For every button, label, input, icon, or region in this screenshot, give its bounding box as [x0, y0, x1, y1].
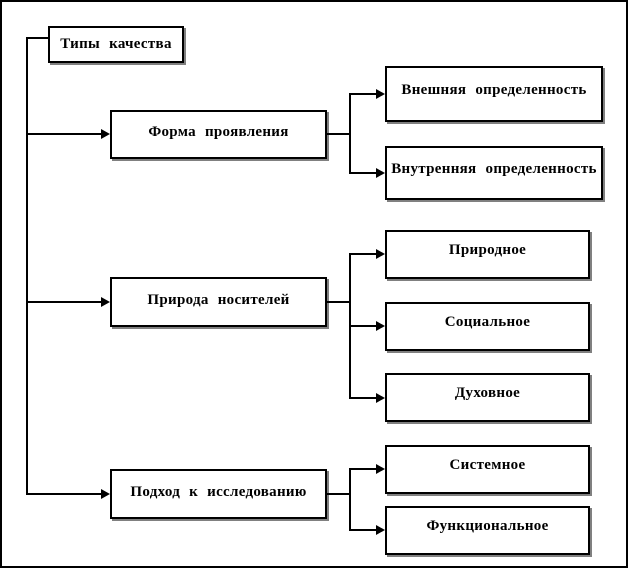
connector-group2-stub	[327, 301, 351, 303]
connector-group3-stub	[327, 493, 351, 495]
arrow-right-icon	[376, 321, 385, 331]
arrow-right-icon	[376, 464, 385, 474]
node-research-approach: Подход к исследованию	[110, 469, 327, 519]
node-form-of-manifestation: Форма проявления	[110, 110, 327, 159]
arrow-right-icon	[376, 393, 385, 403]
connector-group1-child1	[349, 93, 377, 95]
connector-to-form	[26, 133, 102, 135]
arrow-right-icon	[376, 89, 385, 99]
node-internal-determinacy: Внутренняя определенность	[385, 146, 603, 200]
connector-group2-child2	[349, 325, 377, 327]
arrow-right-icon	[376, 249, 385, 259]
connector-to-nature	[26, 301, 102, 303]
arrow-right-icon	[101, 489, 110, 499]
connector-group1-stub	[327, 133, 351, 135]
connector-group3-child1	[349, 468, 377, 470]
connector-group1-branch	[349, 93, 351, 174]
connector-group3-branch	[349, 468, 351, 531]
connector-to-approach	[26, 493, 102, 495]
node-social: Социальное	[385, 302, 590, 351]
arrow-right-icon	[376, 525, 385, 535]
arrow-right-icon	[101, 129, 110, 139]
node-types-of-quality: Типы качества	[48, 26, 184, 63]
node-spiritual: Духовное	[385, 373, 590, 422]
node-natural: Природное	[385, 230, 590, 279]
connector-group3-child2	[349, 529, 377, 531]
connector-trunk-vertical	[26, 37, 28, 495]
node-nature-of-carriers: Природа носителей	[110, 277, 327, 327]
connector-group2-child3	[349, 397, 377, 399]
arrow-right-icon	[376, 168, 385, 178]
connector-group1-child2	[349, 172, 377, 174]
connector-root-horizontal	[26, 37, 48, 39]
connector-group2-child1	[349, 253, 377, 255]
node-systemic: Системное	[385, 445, 590, 494]
node-functional: Функциональное	[385, 506, 590, 555]
node-external-determinacy: Внешняя определенность	[385, 66, 603, 122]
arrow-right-icon	[101, 297, 110, 307]
